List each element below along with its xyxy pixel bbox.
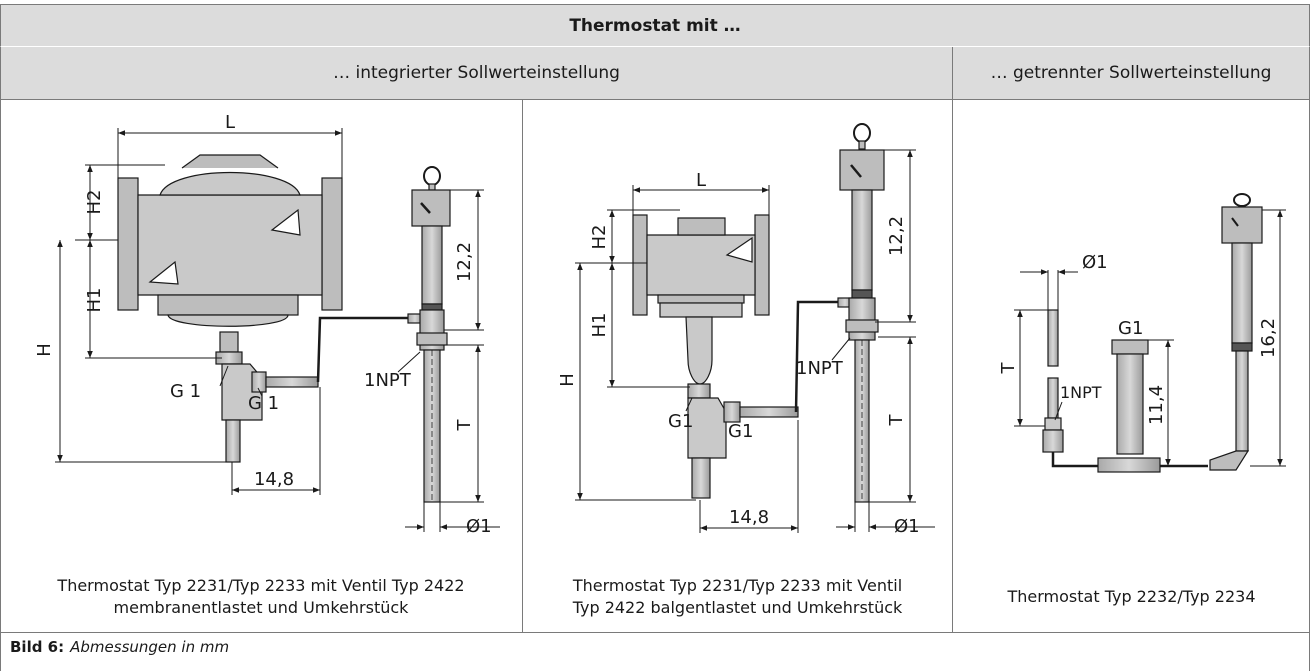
- drawing-valve-membrane: [117, 154, 451, 503]
- dim1-H: H: [34, 343, 55, 357]
- dim2-H1: H1: [589, 313, 610, 338]
- dim2-H2: H2: [589, 225, 610, 250]
- dim2-12-2: 12,2: [886, 216, 907, 256]
- divider-2-3: [952, 100, 953, 632]
- dim3-16-2: 16,2: [1258, 318, 1279, 358]
- drawing-valve-bellows: [632, 123, 885, 503]
- dim1-14-8: 14,8: [254, 469, 294, 490]
- caption-separator: [0, 632, 1310, 633]
- dim3-phi: Ø1: [1082, 252, 1108, 273]
- header-integrated: … integrierter Sollwerteinstellung: [0, 47, 952, 100]
- dim2-14-8: 14,8: [729, 507, 769, 528]
- dim1-T: T: [454, 419, 475, 432]
- dimensions-drawing-2: [575, 149, 935, 533]
- dim2-1npt: 1NPT: [796, 358, 844, 379]
- dim1-H1: H1: [84, 288, 105, 313]
- dim1-g1-a: G 1: [170, 381, 201, 402]
- dim2-T: T: [886, 414, 907, 427]
- dim3-g1: G1: [1118, 318, 1143, 339]
- header-separate: … getrennter Sollwerteinstellung: [952, 47, 1310, 100]
- caption-1: Thermostat Typ 2231/Typ 2233 mit Ventil …: [57, 576, 465, 617]
- dimensions-drawing-3: [1014, 209, 1286, 467]
- dim3-11-4: 11,4: [1146, 385, 1167, 425]
- dim3-1npt: 1NPT: [1060, 383, 1102, 402]
- dim3-T: T: [998, 362, 1019, 375]
- dim1-g1-b: G 1: [248, 393, 279, 414]
- dimensions-drawing-1: [55, 128, 500, 532]
- dim2-L: L: [696, 170, 706, 191]
- table-header-title: Thermostat mit …: [0, 4, 1310, 47]
- caption-3: Thermostat Typ 2232/Typ 2234: [1007, 587, 1256, 606]
- dim1-H2: H2: [84, 190, 105, 215]
- dim1-L: L: [225, 112, 235, 133]
- dim1-phi: Ø1: [466, 516, 492, 537]
- figure-caption: Bild 6:Abmessungen in mm: [10, 638, 230, 656]
- dim2-H: H: [557, 373, 578, 387]
- dim2-g1-b: G1: [728, 421, 753, 442]
- divider-1-2: [522, 100, 523, 632]
- drawing-separate-setpoint: [1042, 193, 1263, 473]
- dim2-phi: Ø1: [894, 516, 920, 537]
- dim1-1npt: 1NPT: [364, 370, 412, 391]
- drawings-svg: L H2 H1 H 14,8 12,2 T Ø1 G 1 G 1 1NPT: [34, 112, 1286, 537]
- dim1-12-2: 12,2: [454, 242, 475, 282]
- cut-off-top-text: [0, 0, 1315, 4]
- dim2-g1-a: G1: [668, 411, 693, 432]
